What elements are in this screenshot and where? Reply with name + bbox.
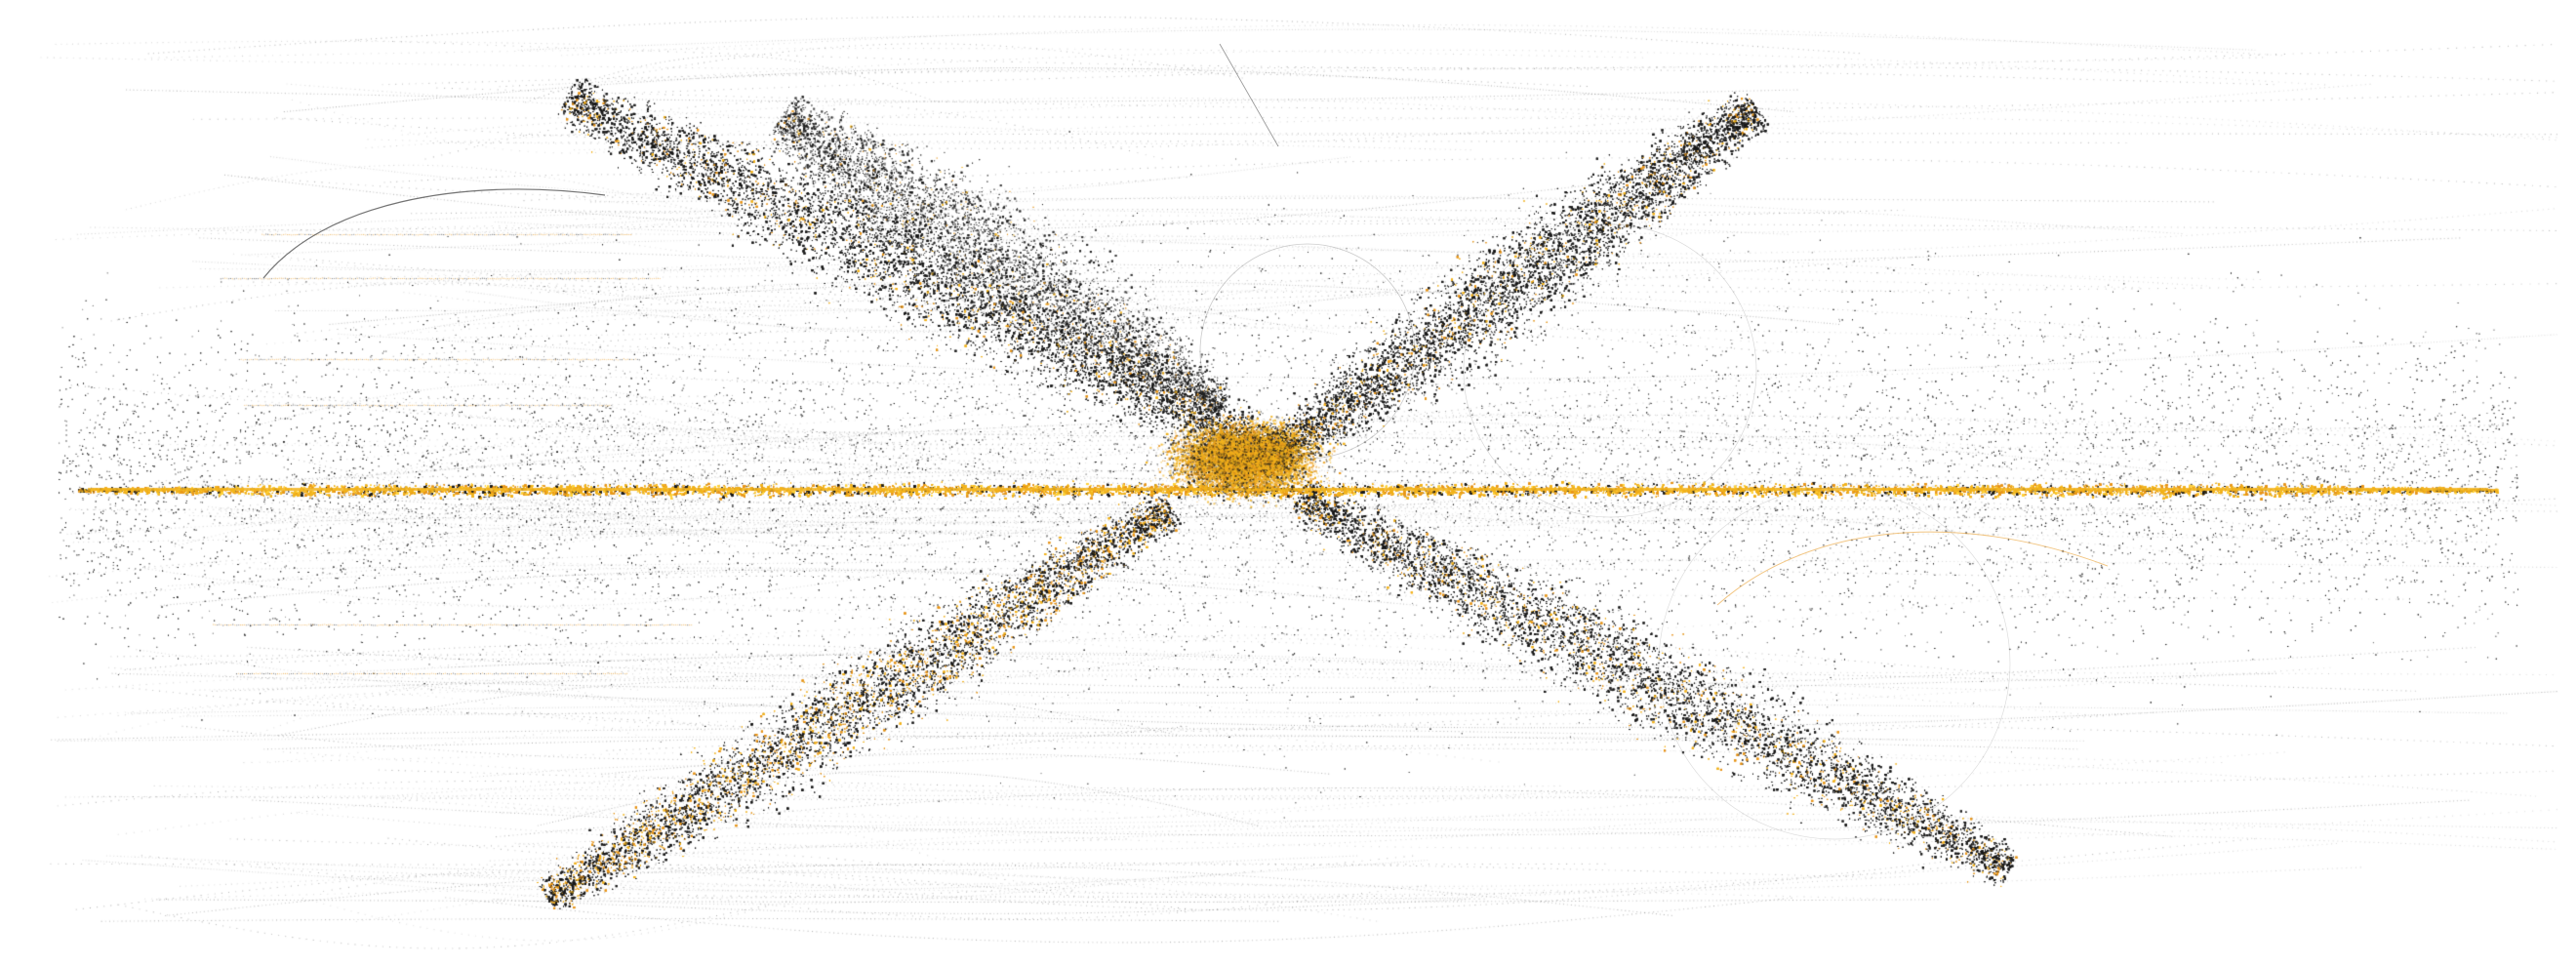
particle-trail-canvas xyxy=(0,0,2576,966)
particle-render-canvas-area xyxy=(0,0,2576,966)
